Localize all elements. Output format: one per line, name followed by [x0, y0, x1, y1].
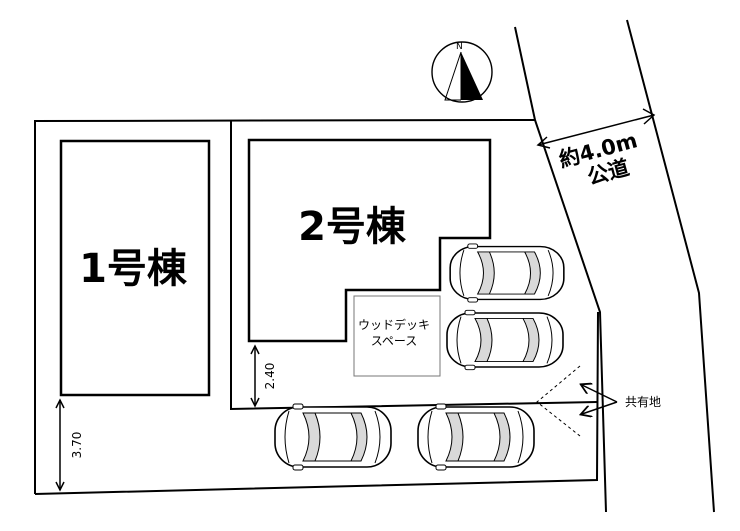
shared-land-arrows [582, 385, 618, 414]
parking-car-4 [417, 403, 535, 471]
north-label: N [456, 42, 463, 52]
road-width-dimension-line [537, 114, 655, 146]
north-compass: N [431, 41, 493, 103]
property-outline [34, 119, 599, 495]
shared-land-boundary [536, 365, 581, 437]
wood-deck-label-line2: スペース [371, 334, 418, 348]
road-edge-east [626, 19, 715, 513]
road-edge-west [514, 26, 607, 513]
lot-divider [230, 121, 598, 411]
dimension-2-40-label: 2.40 [263, 363, 277, 390]
wood-deck-area [353, 295, 441, 377]
wood-deck-label-line1: ウッドデッキ [358, 317, 430, 332]
building-1-label: 1号棟 [79, 246, 188, 292]
dimension-2-40 [250, 344, 260, 408]
parking-car-2 [446, 309, 564, 371]
parking-car-1 [449, 243, 565, 303]
building-2-label: 2号棟 [298, 204, 407, 250]
parking-car-3 [274, 403, 392, 471]
road-edges [514, 19, 715, 513]
dimension-3-70-label: 3.70 [70, 432, 84, 459]
dimension-3-70 [55, 398, 65, 492]
north-arrow-icon [461, 52, 483, 100]
shared-land-label: 共有地 [625, 395, 661, 409]
building-1 [59, 139, 211, 397]
building-2 [247, 138, 492, 343]
